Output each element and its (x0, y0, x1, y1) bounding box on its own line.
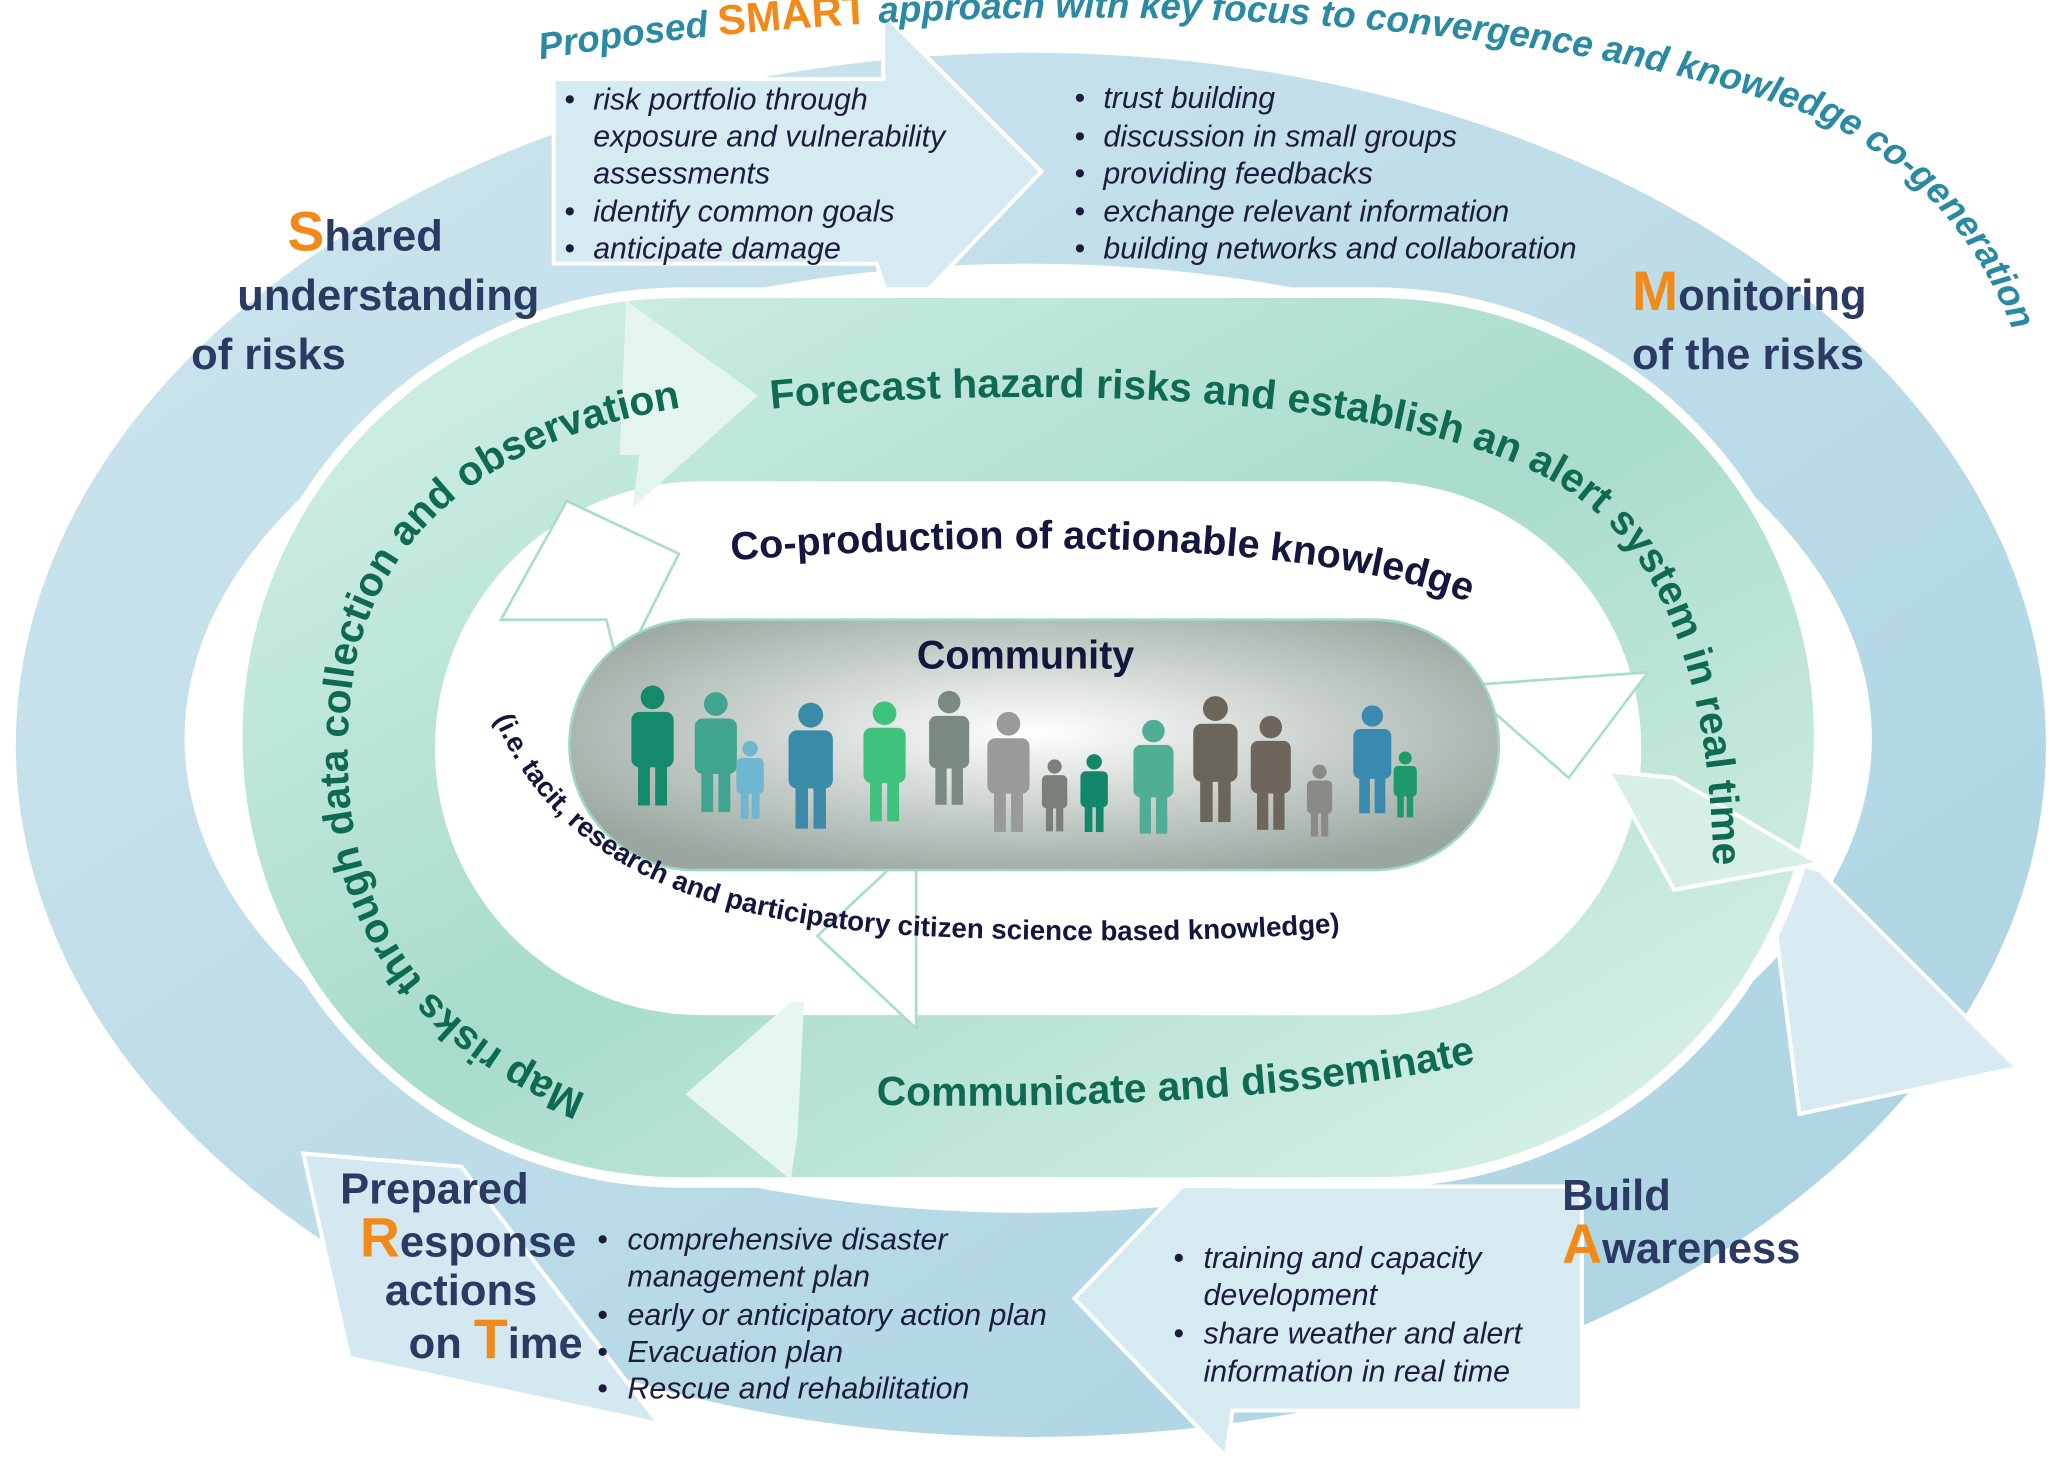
svg-text:•: • (1074, 196, 1085, 229)
stage-monitoring: Monitoring of the risks (1632, 260, 1867, 379)
arrow-inner-bottom (815, 840, 918, 1032)
person-icon (788, 702, 833, 829)
svg-text:•: • (597, 1224, 608, 1257)
svg-text:comprehensive disaster: comprehensive disaster (627, 1224, 949, 1257)
svg-text:building networks and collabor: building networks and collaboration (1103, 232, 1576, 265)
svg-text:•: • (597, 1336, 608, 1369)
stage-shared-understanding: Shared understanding of risks (191, 201, 539, 380)
response-bullets: •comprehensive disaster management plan … (597, 1224, 1047, 1406)
person-icon (631, 685, 674, 806)
svg-text:Monitoring: Monitoring (1632, 260, 1867, 322)
person-icon (1080, 754, 1108, 833)
svg-text:actions: actions (385, 1267, 537, 1315)
svg-text:exposure and vulnerability: exposure and vulnerability (593, 120, 947, 153)
svg-text:•: • (564, 83, 575, 116)
svg-text:Evacuation plan: Evacuation plan (627, 1336, 843, 1369)
person-icon (987, 711, 1030, 832)
svg-text:of risks: of risks (191, 331, 346, 379)
svg-text:understanding: understanding (237, 272, 539, 320)
svg-text:•: • (1074, 232, 1085, 265)
svg-text:assessments: assessments (593, 157, 770, 190)
arrow-response-to-shared (300, 1151, 664, 1427)
svg-text:discussion in small groups: discussion in small groups (1103, 120, 1457, 153)
svg-text:•: • (1173, 1317, 1184, 1350)
person-icon (863, 701, 906, 822)
svg-text:•: • (1074, 120, 1085, 153)
svg-text:on Time: on Time (409, 1308, 583, 1370)
svg-text:management plan: management plan (627, 1261, 870, 1294)
awareness-bullets: • training and capacity development • shar… (1173, 1242, 1523, 1388)
person-icon (929, 690, 970, 805)
svg-text:•: • (564, 196, 575, 229)
arrow-shared-to-monitoring (551, 8, 1045, 327)
svg-text:Build: Build (1562, 1172, 1671, 1220)
svg-text:share weather and alert: share weather and alert (1204, 1317, 1524, 1350)
person-icon (1133, 719, 1174, 834)
bullet: risk portfolio through (593, 83, 867, 116)
svg-text:trust building: trust building (1103, 82, 1275, 115)
svg-text:information in real time: information in real time (1204, 1356, 1510, 1389)
svg-text:exchange relevant information: exchange relevant information (1103, 196, 1509, 229)
arrow-forecast-to-communicate (1604, 768, 1825, 893)
svg-text:•: • (1074, 157, 1085, 190)
svg-text:•: • (597, 1299, 608, 1332)
svg-text:Rescue and rehabilitation: Rescue and rehabilitation (627, 1373, 969, 1406)
arrow-communicate-to-map (685, 1001, 805, 1180)
svg-text:•: • (1173, 1242, 1184, 1275)
svg-text:Response: Response (360, 1206, 576, 1268)
svg-text:development: development (1204, 1279, 1379, 1312)
arrow-inner-left (498, 499, 681, 677)
person-icon (736, 740, 764, 819)
arrow-map-to-forecast (619, 300, 758, 508)
community-label: Community (917, 633, 1134, 677)
person-icon (1250, 715, 1291, 830)
svg-text:Prepared: Prepared (340, 1166, 529, 1214)
svg-text:•: • (597, 1373, 608, 1406)
svg-text:of the risks: of the risks (1632, 331, 1864, 379)
monitoring-bullets: • trust building • discussion in small gro… (1074, 82, 1576, 265)
stage-build-awareness: Build Awareness (1562, 1172, 1800, 1275)
svg-text:early or anticipatory action p: early or anticipatory action plan (627, 1299, 1046, 1332)
bullet: anticipate damage (593, 232, 841, 265)
shared-bullets: • risk portfolio through exposure and vul… (564, 83, 947, 265)
person-icon (1193, 696, 1238, 823)
arrow-inner-right (1459, 670, 1651, 780)
person-icon (1353, 705, 1392, 814)
svg-text:Awareness: Awareness (1562, 1213, 1800, 1275)
person-icon (1393, 751, 1417, 818)
svg-text:•: • (1074, 82, 1085, 115)
svg-text:providing feedbacks: providing feedbacks (1102, 157, 1372, 190)
person-icon (1306, 764, 1333, 837)
person-icon (694, 692, 737, 813)
svg-text:Shared: Shared (287, 201, 442, 263)
svg-text:•: • (564, 232, 575, 265)
stage-prepared-response: Prepared Response actions on Time (340, 1166, 583, 1370)
person-icon (1041, 759, 1068, 832)
bullet: identify common goals (593, 196, 894, 229)
community-people (631, 685, 1417, 837)
svg-text:training and capacity: training and capacity (1204, 1242, 1484, 1275)
